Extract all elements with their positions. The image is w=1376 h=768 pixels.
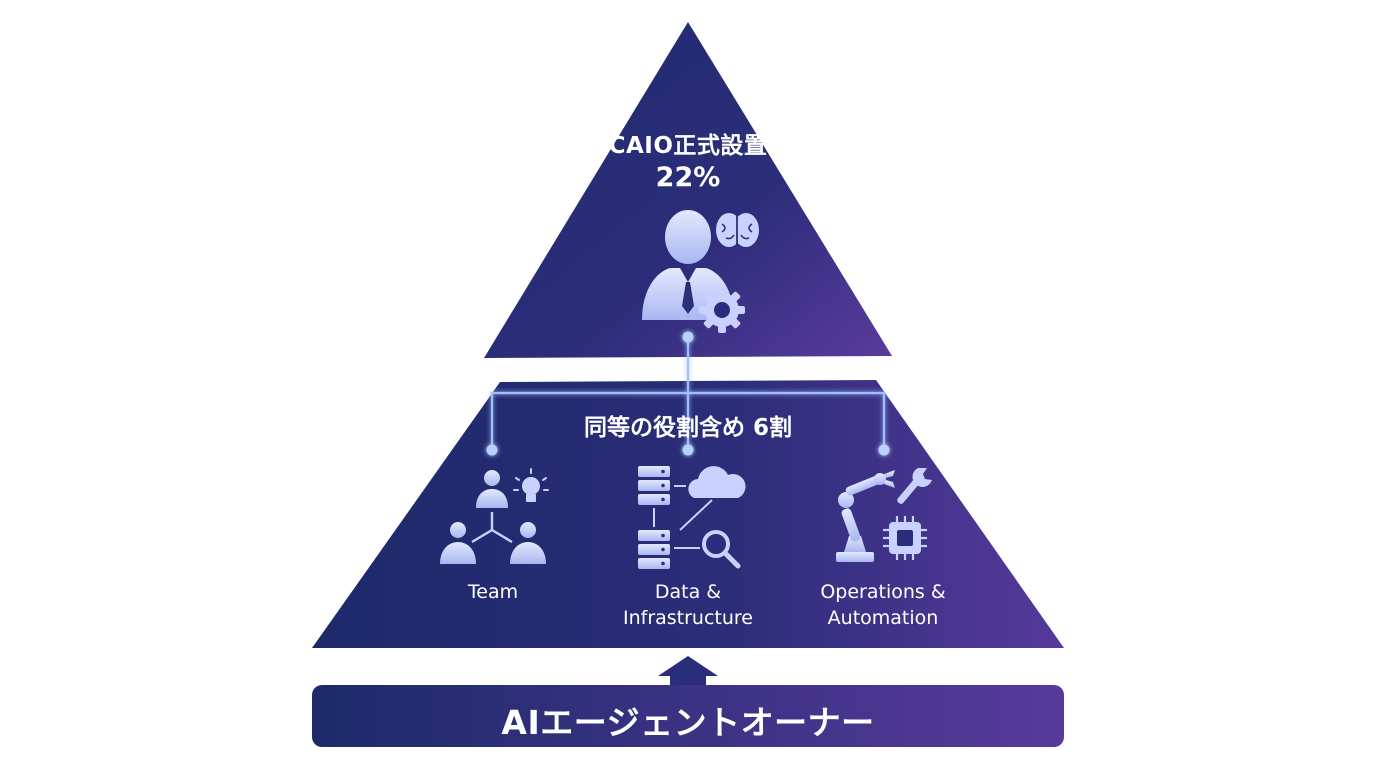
base-banner-label: AIエージェントオーナー xyxy=(501,703,875,742)
column-label-line: Infrastructure xyxy=(622,607,753,629)
column-label-operations: Operations & Automation xyxy=(783,579,983,631)
column-label-data: Data & Infrastructure xyxy=(578,579,798,631)
connector-node-top xyxy=(682,331,694,343)
pyramid-top-tier xyxy=(484,22,892,358)
column-label-line: Automation xyxy=(827,607,939,629)
column-label-line: Data & xyxy=(654,581,722,603)
connector-lines xyxy=(490,338,886,450)
gear-icon xyxy=(699,287,745,333)
cloud-icon xyxy=(688,466,746,498)
server-icon xyxy=(638,466,713,569)
top-tier-percentage: 22% xyxy=(655,162,721,193)
column-label-line: Operations & xyxy=(820,581,946,603)
robot-arm-icon xyxy=(836,470,895,562)
lightbulb-icon xyxy=(513,468,549,502)
top-tier-title: CAIO正式設置 xyxy=(608,133,768,159)
connector-node-ops xyxy=(878,444,890,456)
column-label-team: Team xyxy=(413,579,573,605)
team-icon xyxy=(440,470,546,564)
up-arrow-icon xyxy=(658,656,718,686)
brain-icon xyxy=(716,213,759,247)
wrench-icon xyxy=(897,468,932,504)
middle-tier-label: 同等の役割含め 6割 xyxy=(583,415,792,441)
base-banner xyxy=(312,685,1064,747)
pyramid-middle-tier xyxy=(312,380,1064,648)
connector-node-data xyxy=(682,444,694,456)
connector-node-team xyxy=(486,444,498,456)
chip-icon xyxy=(883,516,927,560)
column-label-line: Team xyxy=(467,581,519,603)
magnifier-icon xyxy=(702,530,741,569)
